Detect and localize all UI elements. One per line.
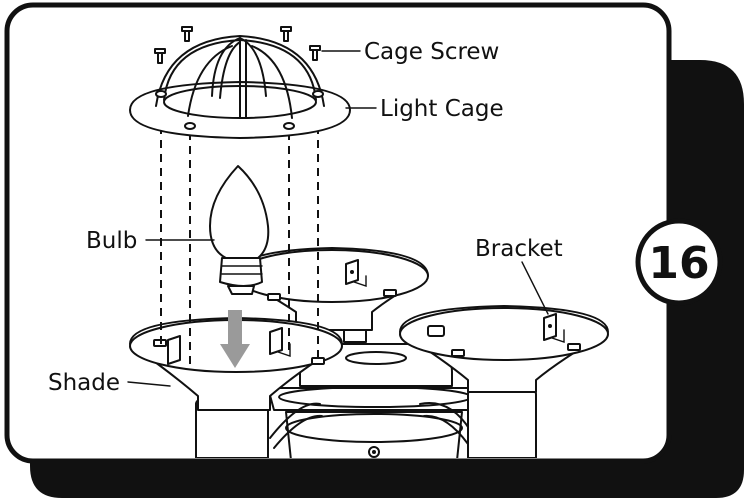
screw-icon (181, 26, 193, 42)
screw-icon (154, 48, 166, 64)
callout-leaders (127, 50, 549, 387)
label-light-cage: Light Cage (380, 96, 504, 122)
step-badge: 16 (635, 218, 723, 306)
cage-screws (154, 26, 321, 64)
screw-icon (309, 45, 321, 61)
shade-right (399, 305, 609, 393)
label-bracket: Bracket (475, 236, 563, 262)
label-cage-screw: Cage Screw (364, 39, 499, 65)
alignment-guides (160, 126, 319, 368)
bracket-left-a (167, 335, 181, 365)
bulb (209, 165, 270, 295)
light-cage (129, 35, 351, 139)
bracket-left-b (269, 327, 283, 355)
shade-center (235, 247, 429, 331)
label-shade: Shade (48, 370, 120, 396)
screw-icon (280, 26, 292, 42)
down-arrow-icon (220, 310, 250, 368)
step-number: 16 (648, 238, 709, 289)
label-bulb: Bulb (86, 228, 137, 254)
